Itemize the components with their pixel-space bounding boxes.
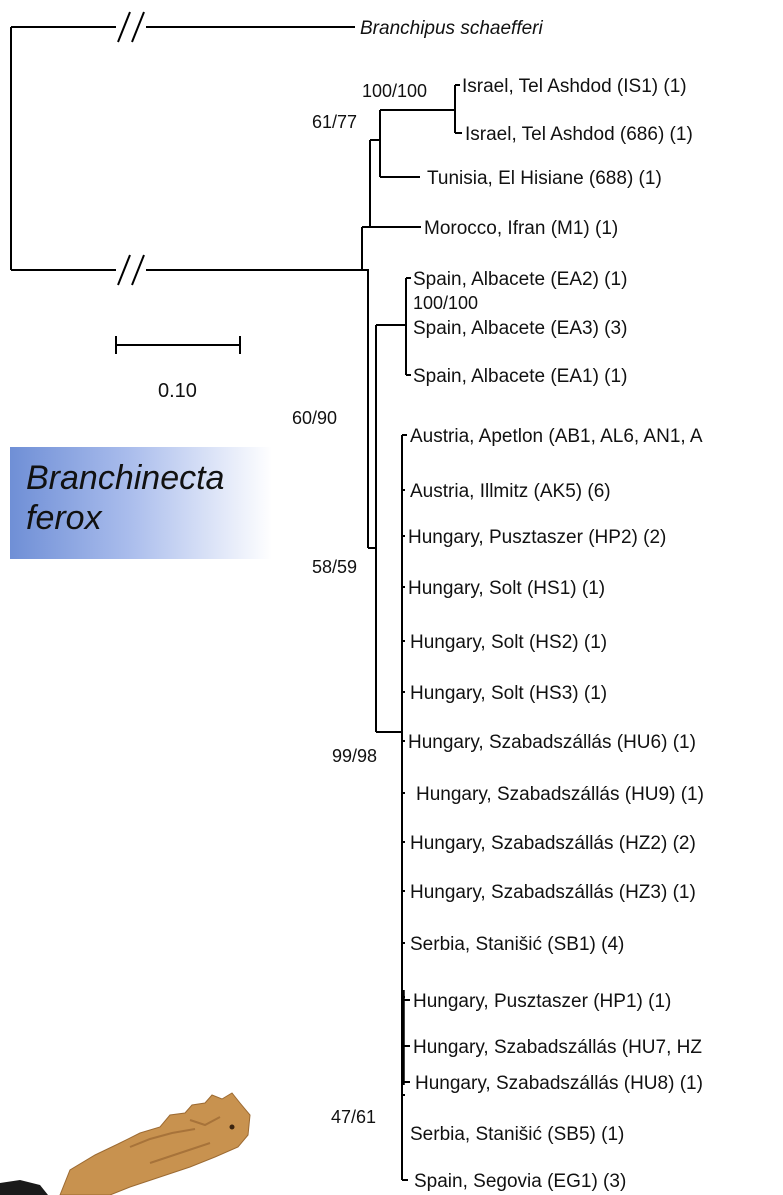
support-value: 100/100 (413, 293, 478, 313)
taxon-label: Austria, Apetlon (AB1, AL6, AN1, A (410, 426, 703, 447)
scale-bar-label: 0.10 (158, 380, 197, 402)
species-label: Branchinecta ferox (26, 459, 225, 537)
taxon-label: Israel, Tel Ashdod (686) (1) (465, 124, 693, 145)
ingroup-backbone (361, 226, 421, 270)
taxon-label: Spain, Albacete (EA1) (1) (413, 366, 627, 387)
taxon-label: Hungary, Solt (HS3) (1) (410, 683, 607, 704)
taxon-label: Hungary, Solt (HS2) (1) (410, 632, 607, 653)
taxon-label: Spain, Albacete (EA2) (1) (413, 269, 627, 290)
outgroup-label: Branchipus schaefferi (360, 18, 543, 39)
specimen-photo (0, 1092, 251, 1195)
support-value: 61/77 (312, 112, 357, 132)
branch-break-marks (116, 11, 146, 286)
taxon-label: Israel, Tel Ashdod (IS1) (1) (462, 76, 687, 97)
taxon-label: Morocco, Ifran (M1) (1) (424, 218, 618, 239)
taxon-label: Austria, Illmitz (AK5) (6) (410, 481, 611, 502)
taxon-label: Spain, Albacete (EA3) (3) (413, 318, 627, 339)
taxon-label: Hungary, Szabadszállás (HZ2) (2) (410, 833, 696, 854)
taxon-label: Hungary, Szabadszállás (HU6) (1) (408, 732, 696, 753)
taxon-label: Hungary, Pusztaszer (HP1) (1) (413, 991, 671, 1012)
scale-bar (115, 336, 241, 354)
taxon-label: Hungary, Szabadszállás (HU9) (1) (416, 784, 704, 805)
taxon-label: Serbia, Stanišić (SB1) (4) (410, 934, 624, 955)
taxon-label: Hungary, Szabadszállás (HZ3) (1) (410, 882, 696, 903)
support-value: 100/100 (362, 81, 427, 101)
support-value: 99/98 (332, 746, 377, 766)
species-label-box (10, 447, 272, 559)
support-value: 47/61 (331, 1107, 376, 1127)
root-branch (10, 26, 362, 271)
support-value: 60/90 (292, 408, 337, 428)
spain-europe-clade (362, 269, 411, 733)
israel-tunisia-clade (362, 84, 462, 228)
taxon-label: Hungary, Szabadszállás (HU8) (1) (415, 1073, 703, 1094)
support-value: 58/59 (312, 557, 357, 577)
taxon-label: Hungary, Szabadszállás (HU7, HZ (413, 1037, 702, 1058)
taxon-label: Spain, Segovia (EG1) (3) (414, 1171, 626, 1192)
taxon-label: Hungary, Solt (HS1) (1) (408, 578, 605, 599)
taxon-label: Hungary, Pusztaszer (HP2) (2) (408, 527, 666, 548)
taxon-label: Serbia, Stanišić (SB5) (1) (410, 1124, 624, 1145)
hungary-subclade-tips (403, 999, 410, 1083)
taxon-label: Tunisia, El Hisiane (688) (1) (427, 168, 662, 189)
